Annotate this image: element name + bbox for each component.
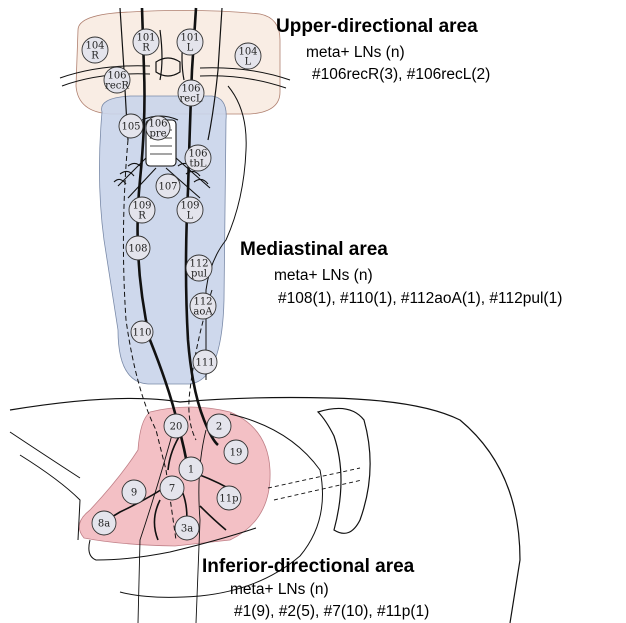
lymph-node-8a: 8a [92,511,116,535]
lymph-node-label: L [187,211,194,222]
lymph-node-19: 19 [224,440,248,464]
lymph-node-111: 111 [193,350,217,374]
inferior-area-node-list: #1(9), #2(5), #7(10), #11p(1) [234,603,429,621]
lymph-node-label: 19 [230,448,243,459]
mediastinal-area-title: Mediastinal area [240,239,388,261]
lymph-node-label: 7 [169,484,175,495]
lymph-node-label: aoA [193,307,213,318]
lymph-node-label: recR [105,81,129,92]
lymph-node-label: 111 [195,358,214,369]
lymph-node-label: 110 [132,328,151,339]
upper-area-subtitle: meta+ LNs (n) [306,44,405,62]
lymph-node-label: L [187,43,194,54]
lymph-node-label: 108 [128,244,147,255]
lymph-node-label: 3a [181,524,193,535]
mediastinal-area-node-list: #108(1), #110(1), #112aoA(1), #112pul(1) [278,290,562,308]
lymph-node-label: 1 [188,465,194,476]
upper-area-title: Upper-directional area [276,16,478,38]
lymph-node-label: R [91,51,99,62]
lymph-node-2: 2 [207,414,231,438]
lymph-node-3a: 3a [175,516,199,540]
lymph-node-106recL: 106recL [178,80,204,106]
lymph-node-107: 107 [156,174,180,198]
lymph-node-label: R [142,43,150,54]
lymph-node-label: R [138,211,146,222]
lymph-node-110: 110 [131,321,153,343]
lymph-node-label: tbL [189,159,206,170]
lymph-node-112aoA: 112aoA [190,293,216,319]
lymph-node-9: 9 [122,480,146,504]
inferior-area-subtitle: meta+ LNs (n) [230,581,329,599]
lymph-node-label: 9 [131,488,137,499]
lymph-node-1: 1 [179,457,203,481]
inferior-area-title: Inferior-directional area [202,556,414,578]
lymph-node-label: 20 [170,422,183,433]
lymph-node-label: pre [149,129,166,140]
lymph-node-label: 107 [158,182,177,193]
lymph-node-label: pul [191,269,207,280]
mediastinal-area-subtitle: meta+ LNs (n) [274,267,373,285]
lymph-node-20: 20 [164,414,188,438]
lymph-node-106recR: 106recR [104,67,130,93]
lymph-node-label: 2 [216,422,222,433]
lymph-node-11p: 11p [217,486,241,510]
lymph-node-108: 108 [126,236,150,260]
lymph-node-105: 105 [119,114,143,138]
lymph-node-label: L [245,57,252,68]
lymph-node-label: recL [180,94,203,105]
upper-area-node-list: #106recR(3), #106recL(2) [312,66,490,84]
lymph-node-label: 105 [121,122,140,133]
lymph-node-7: 7 [160,476,184,500]
lymph-node-label: 8a [98,519,110,530]
lymph-node-112pul: 112pul [186,255,212,281]
lymph-node-label: 11p [219,494,238,505]
